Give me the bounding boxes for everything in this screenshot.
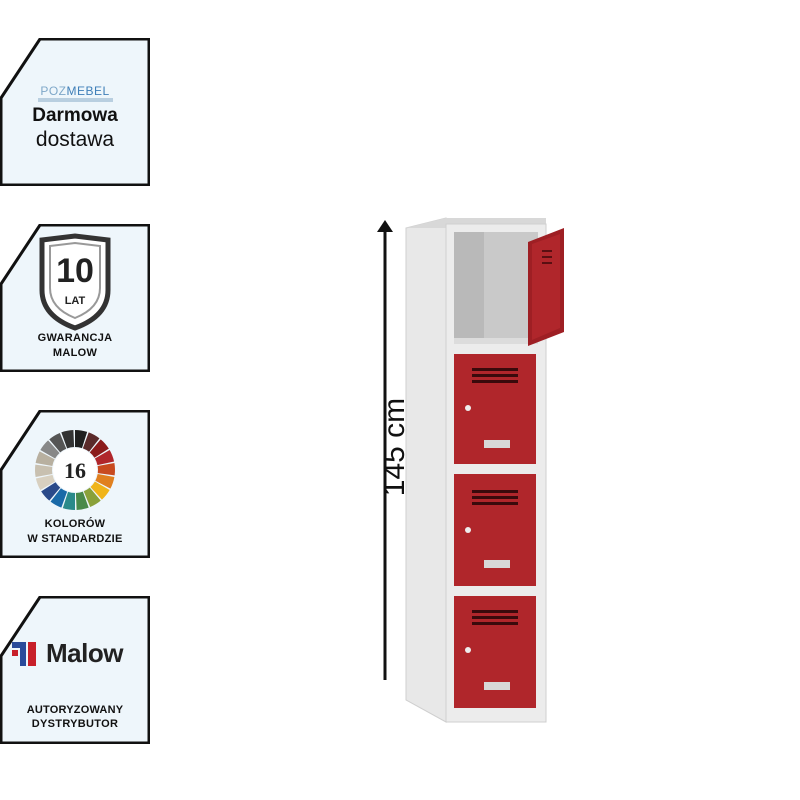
color-swatch	[97, 463, 116, 476]
warranty-label: GWARANCJA	[37, 332, 113, 344]
color-swatch	[41, 482, 61, 501]
locker-door	[454, 354, 536, 464]
color-swatch	[49, 432, 67, 453]
height-arrow-icon	[377, 220, 393, 680]
color-swatch	[61, 430, 75, 449]
malow-brand: Malow	[46, 638, 123, 668]
badge-frame	[0, 38, 150, 186]
colors-count: 16	[64, 458, 86, 483]
colors-badge: 16 KOLORÓW W STANDARDZIE	[0, 410, 150, 558]
distributor-label: DYSTRYBUTOR	[31, 718, 119, 730]
locker-door	[454, 474, 536, 586]
logo-underline	[38, 98, 113, 102]
color-swatch	[82, 432, 100, 452]
color-swatch	[94, 450, 115, 466]
color-swatch	[35, 451, 55, 467]
badge-frame: 10 LAT	[0, 224, 150, 372]
colors-label: KOLORÓW	[44, 518, 106, 530]
colors-sublabel: W STANDARDZIE	[27, 533, 123, 545]
color-swatch	[90, 481, 110, 500]
locker-image	[405, 217, 564, 723]
color-wheel-icon	[34, 430, 116, 510]
color-swatch	[40, 440, 60, 459]
free-delivery-badge: POZMEBEL Darmowa dostawa	[0, 38, 150, 186]
pozmebel-logo: POZMEBEL	[40, 84, 110, 98]
warranty-years: 10	[56, 252, 94, 290]
color-swatch	[75, 430, 88, 449]
color-swatch	[75, 491, 89, 510]
badge-frame	[0, 596, 150, 744]
locker-door	[454, 596, 536, 708]
open-locker-door	[528, 228, 564, 346]
warranty-badge: 10 LAT GWARANCJA MALOW	[0, 224, 150, 372]
delivery-title: Darmowa	[32, 105, 118, 126]
color-swatch	[83, 487, 101, 508]
color-swatch	[62, 491, 75, 510]
color-swatch	[35, 474, 56, 490]
color-swatch	[34, 464, 53, 477]
color-swatch	[89, 439, 109, 458]
warranty-brand: MALOW	[52, 347, 98, 359]
color-swatch	[95, 473, 115, 489]
color-swatch	[50, 488, 68, 508]
badge-frame: 16	[0, 410, 150, 558]
shield-icon	[39, 233, 111, 331]
authorized-label: AUTORYZOWANY	[26, 704, 124, 716]
warranty-unit: LAT	[65, 295, 86, 307]
delivery-subtitle: dostawa	[35, 128, 115, 151]
malow-badge: Malow AUTORYZOWANY DYSTRYBUTOR	[0, 596, 150, 744]
malow-logo-icon	[12, 642, 36, 666]
